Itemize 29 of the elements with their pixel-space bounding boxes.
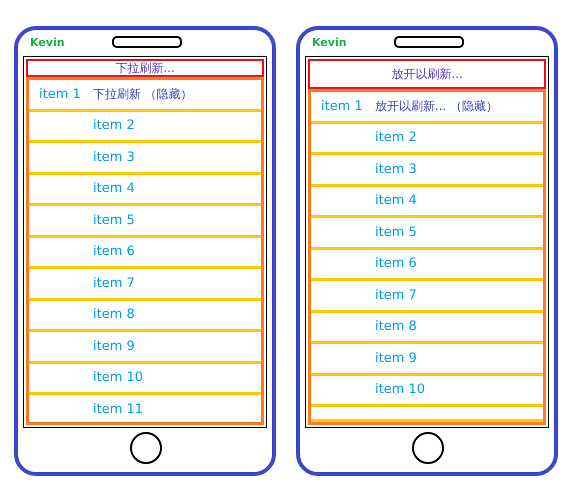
- item-text: item 1: [39, 86, 81, 102]
- item-text: item 2: [93, 118, 135, 134]
- item-text: item 4: [93, 181, 135, 196]
- hidden-header-label: 放开以刷新... （隐藏）: [374, 98, 498, 115]
- refresh-header: 下拉刷新...: [26, 59, 264, 77]
- item-text: item 6: [375, 256, 417, 272]
- item-text: item 4: [375, 193, 417, 208]
- refresh-header: 放开以刷新...: [308, 59, 546, 89]
- item-text: item 7: [93, 276, 135, 291]
- item-text: item 8: [375, 319, 417, 334]
- hidden-header-label: 下拉刷新 （隐藏）: [92, 86, 193, 103]
- item-text: item 9: [375, 350, 417, 366]
- item-text: item 3: [375, 162, 417, 177]
- item-text: item 11: [93, 402, 144, 417]
- item-text: item 5: [375, 224, 417, 240]
- owner-name: Kevin: [30, 36, 65, 49]
- item-text: item 7: [375, 288, 417, 303]
- item-text: item 8: [93, 307, 135, 322]
- item-text: item 3: [93, 150, 135, 165]
- item-text: item 5: [93, 212, 135, 228]
- item-text: item 1: [321, 98, 363, 114]
- item-text: item 2: [375, 130, 417, 146]
- item-text: item 10: [93, 370, 144, 386]
- owner-name: Kevin: [312, 36, 347, 49]
- item-text: item 6: [93, 244, 135, 260]
- phone-frame: [296, 26, 558, 476]
- phone-frame: [14, 26, 276, 476]
- item-text: item 9: [93, 338, 135, 354]
- item-text: item 10: [375, 382, 426, 398]
